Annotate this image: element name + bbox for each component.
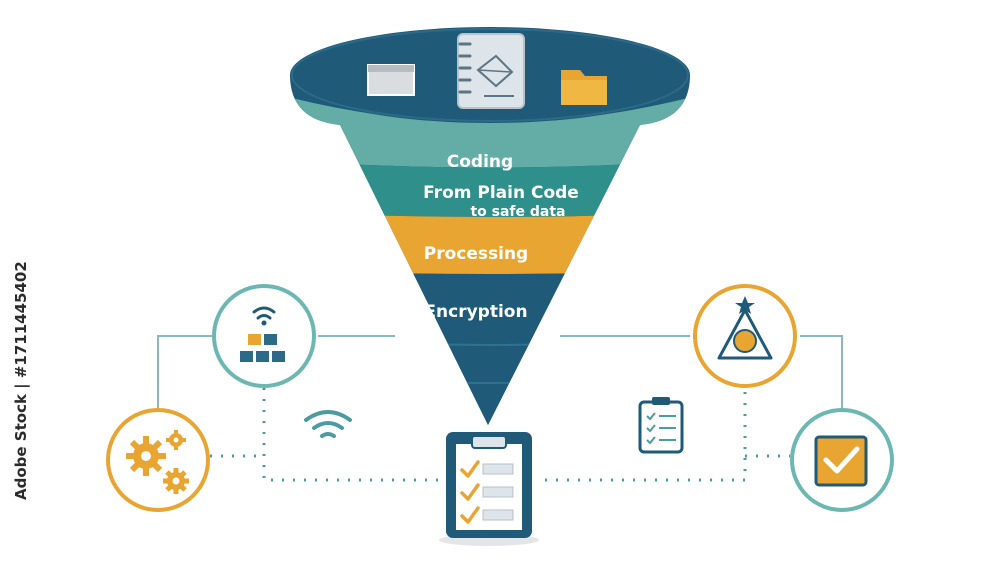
dotted-connectors <box>210 388 790 482</box>
stage-label-plain-code-line2: to safe data <box>470 204 565 220</box>
funnel-band-plain-code <box>290 160 690 217</box>
gears-node <box>106 408 210 512</box>
triangle-star-node <box>693 284 797 388</box>
small-clipboard-icon <box>638 397 684 454</box>
stage-label-coding: Coding <box>447 152 513 172</box>
stock-id-text: Adobe Stock | #1711445402 <box>12 261 31 500</box>
funnel-band-coding <box>290 95 690 168</box>
connectors <box>157 335 843 420</box>
wifi-blocks-node <box>212 284 316 388</box>
funnel-band-processing <box>290 212 690 274</box>
notebook-icon <box>457 33 525 109</box>
checkbox-icon <box>814 435 868 487</box>
stage-label-processing: Processing <box>424 244 528 264</box>
window-icon <box>367 64 415 96</box>
dotted-right <box>545 388 747 482</box>
clipboard-checklist-icon <box>439 432 539 546</box>
dotted-left <box>262 388 440 482</box>
gears-icon <box>126 430 189 494</box>
stage-label-plain-code-line1: From Plain Code <box>423 183 579 203</box>
folder-icon <box>561 70 607 105</box>
wifi-blocks-icon <box>240 306 285 362</box>
triangle-star-icon <box>717 296 773 360</box>
checkbox-node <box>790 408 894 512</box>
connector-gears-to-blocks <box>157 335 212 420</box>
connector-triangle-to-check <box>800 335 843 416</box>
stage-label-encryption: Encryption <box>424 302 527 322</box>
wifi-icon <box>304 410 352 438</box>
